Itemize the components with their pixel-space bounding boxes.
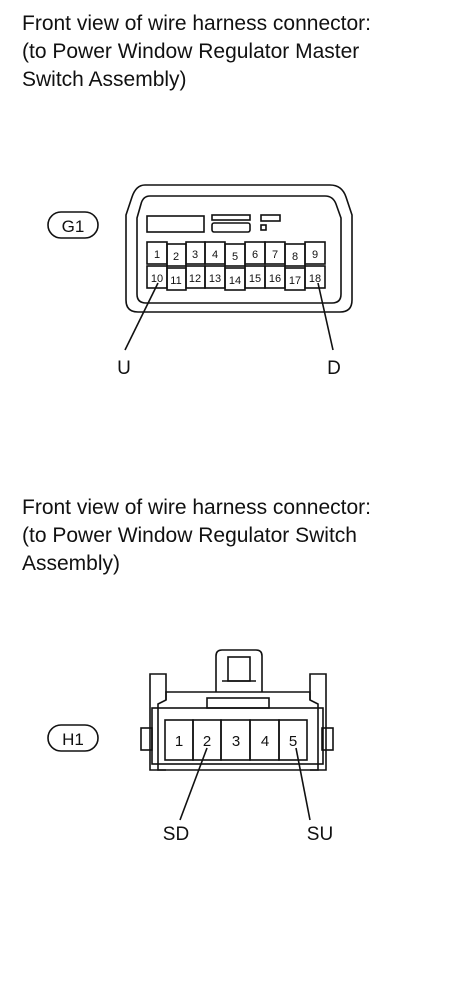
- pin-label: 5: [232, 251, 238, 263]
- pin-label: 9: [312, 249, 318, 261]
- caption-line: Assembly): [22, 552, 121, 575]
- caption-line: (to Power Window Regulator Master: [22, 40, 360, 63]
- pin-label: 2: [173, 251, 179, 263]
- pin-label: 1: [175, 733, 183, 750]
- latch-window: [227, 656, 251, 682]
- callout-leader-line: [317, 282, 334, 351]
- pin-label: 3: [192, 249, 198, 261]
- callout-leader-line: [124, 282, 159, 351]
- caption-line: Front view of wire harness connector:: [22, 496, 371, 519]
- pin-label: 1: [154, 249, 160, 261]
- side-nub: [321, 727, 334, 751]
- connector-housing-outer: [157, 691, 319, 771]
- connector-code: H1: [62, 730, 84, 749]
- connector-code: G1: [62, 217, 85, 236]
- pin-label: 3: [232, 733, 240, 750]
- caption-line: Front view of wire harness connector:: [22, 12, 371, 35]
- pin-label: 16: [269, 273, 281, 285]
- pin-label: 7: [272, 249, 278, 261]
- pin-label: 2: [203, 733, 211, 750]
- pin-label: 12: [189, 273, 201, 285]
- callout-leader-line: [179, 747, 208, 821]
- connector-code-badge: G1: [47, 211, 99, 239]
- pin-row-bottom: 10 11 12 13 14 15 16 17 18: [146, 265, 326, 291]
- connector-h1-diagram: H1 1 2 3 4 5 SD SU: [47, 649, 334, 845]
- pin-label: 14: [229, 275, 241, 287]
- latch-slot: [146, 215, 205, 233]
- connector-housing-inner: [136, 195, 342, 304]
- caption-line: (to Power Window Regulator Switch: [22, 524, 357, 547]
- connector-ear-right: [309, 673, 327, 771]
- pin-label: 13: [209, 273, 221, 285]
- connector-g1-diagram: G1 1 2 3 4 5 6 7 8 9 10: [47, 184, 353, 379]
- caption-line: Switch Assembly): [22, 68, 187, 91]
- connector-ear-left: [149, 673, 167, 771]
- callout-label-sd: SD: [163, 824, 189, 845]
- pin-label: 10: [151, 273, 163, 285]
- pin-label: 17: [289, 275, 301, 287]
- housing-tab: [206, 697, 270, 709]
- callout-label-su: SU: [307, 824, 333, 845]
- pin-row: 1 2 3 4 5: [164, 719, 308, 761]
- callout-label-d: D: [327, 358, 341, 379]
- pin-label: 5: [289, 733, 297, 750]
- pin-row-top: 1 2 3 4 5 6 7 8 9: [146, 241, 326, 267]
- pin-label: 18: [309, 273, 321, 285]
- connector-h1-caption: Front view of wire harness connector: (t…: [22, 494, 462, 578]
- pin-label: 4: [212, 249, 218, 261]
- pin-label: 8: [292, 251, 298, 263]
- latch-slot: [260, 224, 267, 231]
- connector-housing-outer: [125, 184, 353, 313]
- pin-label: 11: [170, 275, 181, 287]
- connector-latch: [215, 649, 263, 692]
- latch-slot: [211, 214, 251, 221]
- callout-label-u: U: [117, 358, 131, 379]
- connector-code-badge: H1: [47, 724, 99, 752]
- latch-slot: [211, 222, 251, 233]
- connector-g1-caption: Front view of wire harness connector: (t…: [22, 10, 462, 94]
- callout-leader-line: [295, 747, 311, 821]
- pin-label: 4: [261, 733, 269, 750]
- pin-label: 15: [249, 273, 261, 285]
- pin-label: 6: [252, 249, 258, 261]
- latch-slot: [260, 214, 281, 222]
